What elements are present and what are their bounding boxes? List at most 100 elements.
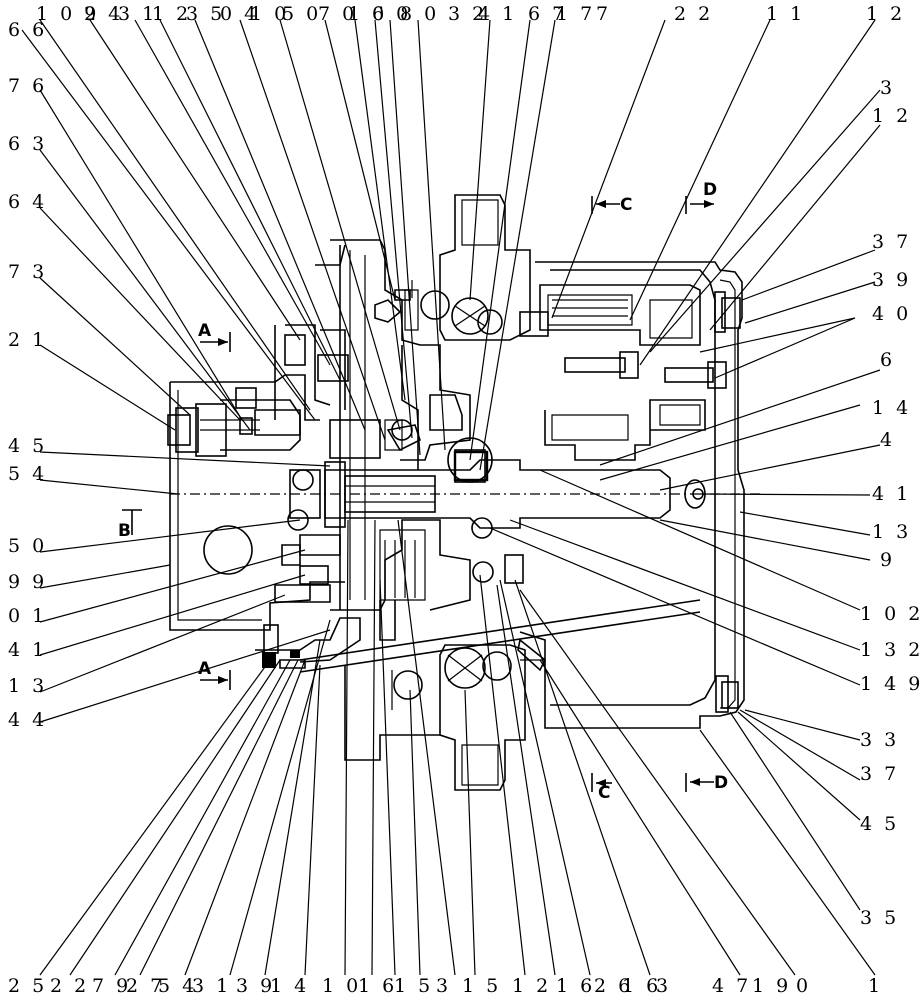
label-top-8: 5 0: [282, 3, 321, 25]
label-top-10: 1 0: [348, 3, 387, 25]
valve-ball: [203, 525, 253, 575]
label-top-3: 3 1: [118, 3, 157, 25]
label-left-13: 1 3: [8, 675, 47, 697]
label-bottom-15: 1 6: [556, 975, 595, 997]
leader-lines: [21, 19, 881, 976]
label-left-5: 7 3: [8, 261, 47, 283]
callout-labels-left: 6 6 7 6 6 3 6 4 7 3 2 1 4 5 5 4 5 0 9 9 …: [8, 19, 47, 731]
label-left-9: 5 0: [8, 535, 47, 557]
lower-ball-bearing: [471, 517, 493, 539]
section-a-top: A: [198, 321, 212, 341]
lower-seal: [255, 599, 701, 673]
label-left-2: 7 6: [8, 75, 47, 97]
label-left-7: 4 5: [8, 435, 47, 457]
label-right-4: 3 9: [872, 269, 911, 291]
label-right-13: 1 3 2: [860, 639, 920, 661]
rear-housing-outline: [519, 261, 745, 729]
label-right-11: 9: [880, 549, 895, 571]
label-top-9: 7 0: [318, 3, 357, 25]
section-d-top: D: [703, 180, 717, 200]
label-right-17: 4 5: [860, 813, 899, 835]
label-top-11: 6 0: [372, 3, 411, 25]
label-right-2: 1 2: [872, 105, 911, 127]
upper-gear-block: [539, 284, 701, 346]
label-left-10: 9 9: [8, 571, 47, 593]
label-left-12: 4 1: [8, 639, 47, 661]
label-bottom-17: 1 6: [622, 975, 661, 997]
label-right-18: 3 5: [860, 907, 899, 929]
section-c-bottom: C: [598, 783, 610, 803]
label-bottom-6: 3 1: [192, 975, 231, 997]
label-right-12: 1 0 2: [860, 603, 920, 625]
assembly-drawing: [167, 194, 760, 791]
label-bottom-3: 7 9: [92, 975, 131, 997]
label-top-6: 0 4: [220, 3, 259, 25]
label-top-7: 1 0: [250, 3, 289, 25]
label-bottom-5: 5 4: [158, 975, 197, 997]
section-markers: A A B C C D D: [118, 180, 728, 803]
section-d-bottom: D: [714, 773, 728, 793]
section-b: B: [118, 521, 131, 541]
label-left-4: 6 4: [8, 191, 47, 213]
label-right-9: 4 1: [872, 483, 911, 505]
label-top-16: 1 7: [556, 3, 595, 25]
bolts: [564, 291, 741, 713]
label-left-1: 6 6: [8, 19, 47, 41]
label-bottom-14: 1 2: [512, 975, 551, 997]
label-right-14: 1 4 9: [860, 673, 920, 695]
brake-discs: [203, 461, 346, 603]
label-bottom-1: 2 5: [8, 975, 47, 997]
label-top-18: 2 2: [674, 3, 713, 25]
label-left-3: 6 3: [8, 133, 47, 155]
label-bottom-22: 1: [868, 975, 883, 997]
label-bottom-12: 3: [436, 975, 451, 997]
label-bottom-2: 2 2: [50, 975, 89, 997]
callout-labels-top: 1 0 9 2 4 3 1 1 2 3 5 0 4 1 0 5 0 7 0 1 …: [36, 3, 905, 25]
label-bottom-16: 2 6: [594, 975, 633, 997]
label-bottom-7: 3 9: [236, 975, 275, 997]
lower-ring-gear: [344, 644, 545, 791]
label-right-7: 1 4: [872, 397, 911, 419]
label-bottom-4: 2 7: [126, 975, 165, 997]
label-bottom-20: 1 9: [752, 975, 791, 997]
label-right-16: 3 7: [860, 763, 899, 785]
label-left-8: 5 4: [8, 463, 47, 485]
section-c-top: C: [620, 195, 632, 215]
label-right-8: 4: [880, 429, 895, 451]
label-top-14: 4 1: [478, 3, 517, 25]
label-top-15: 6 7: [528, 3, 567, 25]
label-top-4: 1 2: [152, 3, 191, 25]
callout-labels-right: 3 1 2 3 7 3 9 4 0 6 1 4 4 4 1 1 3 9 1 0 …: [860, 77, 920, 929]
main-shaft: [170, 459, 760, 529]
motor-housing: [169, 244, 381, 631]
label-top-17: 7: [596, 3, 611, 25]
label-top-20: 1 2: [866, 3, 905, 25]
label-left-6: 2 1: [8, 329, 47, 351]
middle-gear-block: [544, 399, 706, 461]
section-a-bottom: A: [198, 659, 212, 679]
label-bottom-11: 1 5: [394, 975, 433, 997]
label-right-6: 6: [880, 349, 895, 371]
label-left-11: 0 1: [8, 605, 47, 627]
label-bottom-19: 4 7: [712, 975, 751, 997]
label-top-2: 2 4: [84, 3, 123, 25]
label-top-12: 8 0: [400, 3, 439, 25]
label-right-10: 1 3: [872, 521, 911, 543]
label-bottom-13: 1 5: [462, 975, 501, 997]
label-bottom-10: 1 6: [358, 975, 397, 997]
label-bottom-9: 1 0: [322, 975, 361, 997]
label-bottom-18: 3: [656, 975, 671, 997]
end-cap: [167, 387, 301, 457]
label-top-19: 1 1: [766, 3, 805, 25]
label-right-5: 4 0: [872, 303, 911, 325]
label-right-3: 3 7: [872, 231, 911, 253]
label-top-5: 3 5: [186, 3, 225, 25]
label-right-1: 3: [880, 77, 895, 99]
label-left-14: 4 4: [8, 709, 47, 731]
label-top-13: 3 2: [448, 3, 487, 25]
label-bottom-8: 1 4: [270, 975, 309, 997]
label-top-1: 1 0 9: [36, 3, 99, 25]
label-right-15: 3 3: [860, 729, 899, 751]
callout-labels-bottom: 2 5 2 2 7 9 2 7 5 4 3 1 3 9 1 4 1 0 1 6 …: [8, 975, 883, 997]
